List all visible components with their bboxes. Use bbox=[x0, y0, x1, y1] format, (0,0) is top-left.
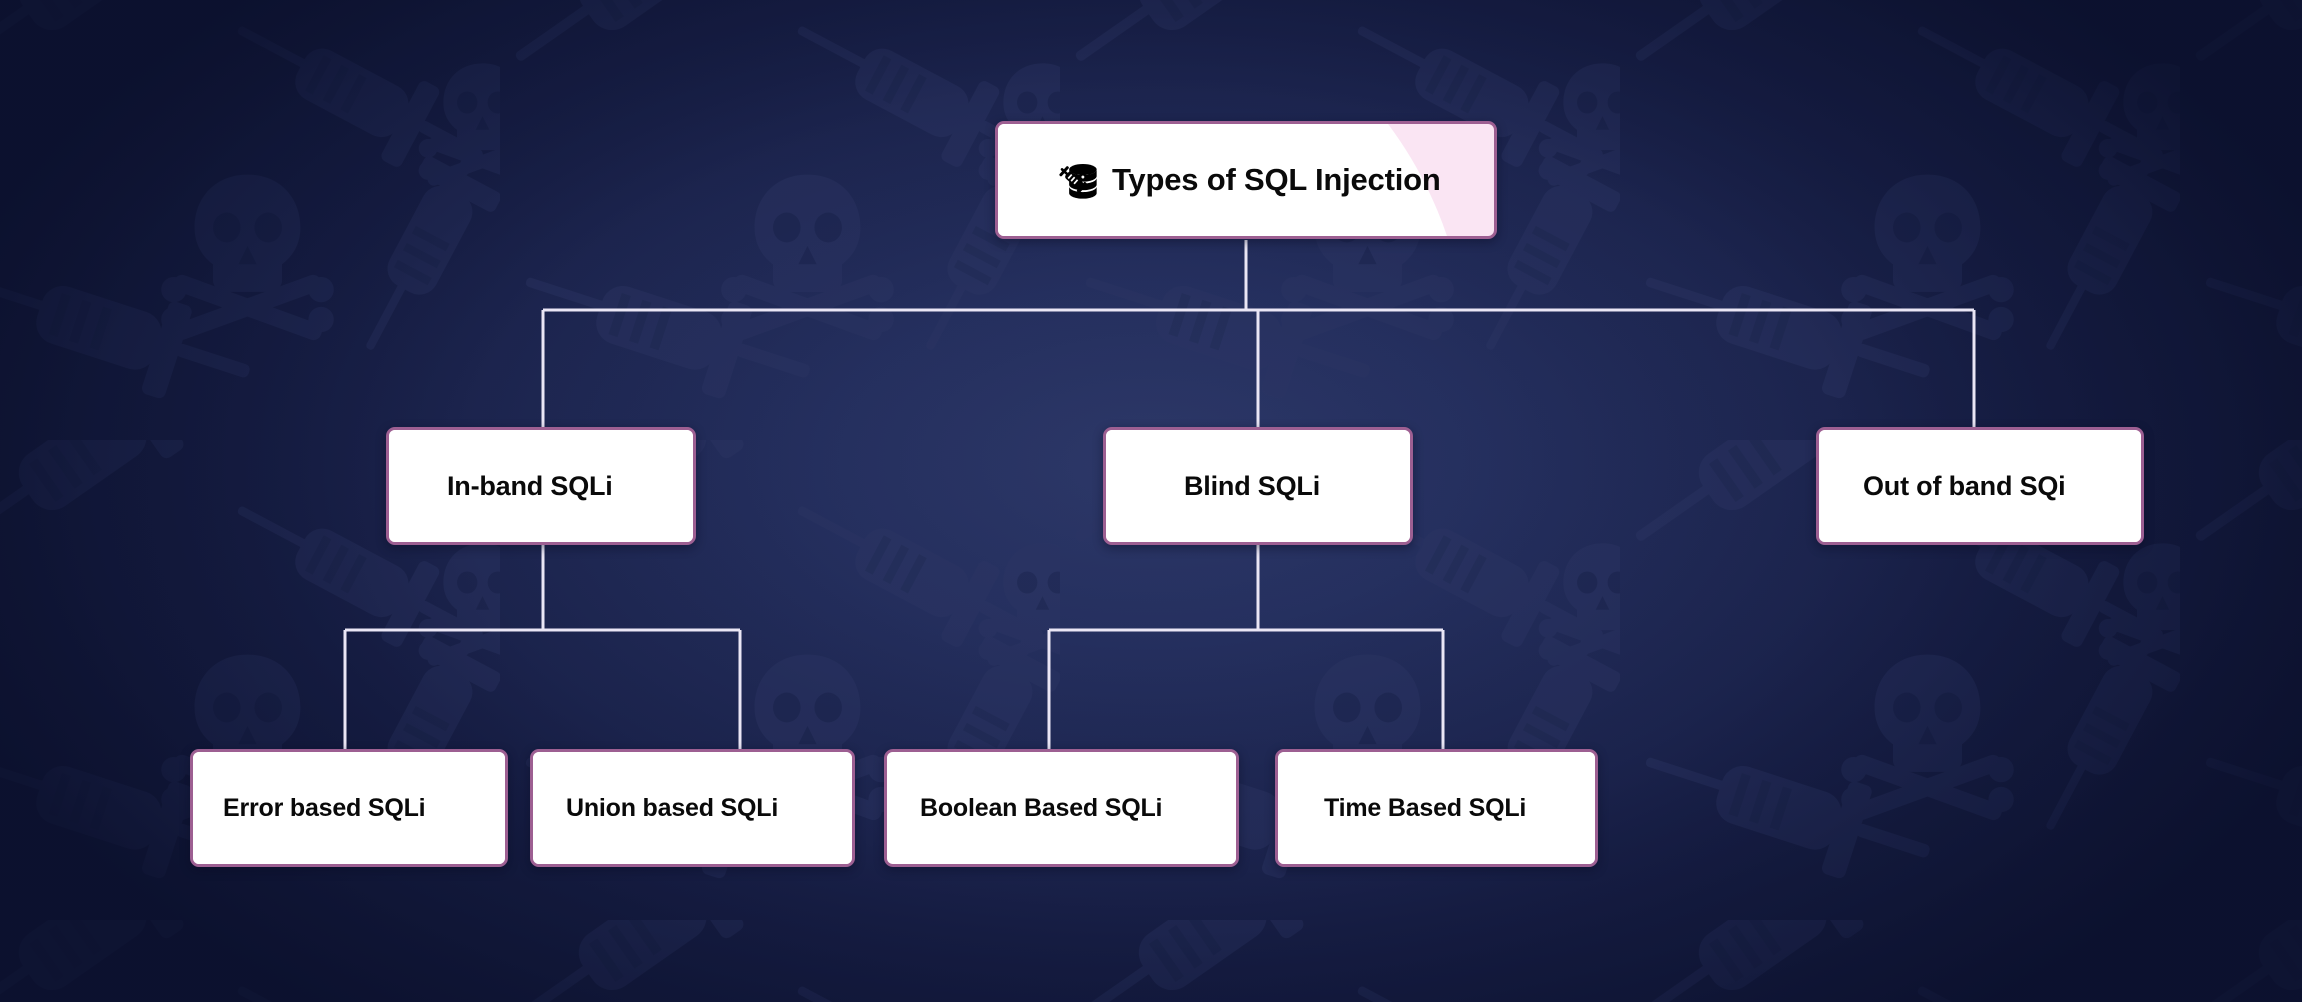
node-label: Boolean Based SQLi bbox=[920, 793, 1163, 822]
node-label: Error based SQLi bbox=[223, 793, 426, 822]
node-label: Types of SQL Injection bbox=[1112, 162, 1441, 197]
card-body-shape bbox=[887, 752, 1236, 864]
node-label: Time Based SQLi bbox=[1324, 793, 1527, 822]
node-root-types-of-sql-injection[interactable]: Types of SQL Injection bbox=[995, 121, 1497, 239]
node-error-based-sqli[interactable]: Error based SQLi bbox=[190, 749, 508, 867]
node-out-of-band-sqi[interactable]: Out of band SQi bbox=[1816, 427, 2144, 545]
database-syringe-icon bbox=[1059, 163, 1097, 199]
node-label: Out of band SQi bbox=[1863, 470, 2066, 501]
node-label: Union based SQLi bbox=[566, 793, 779, 822]
node-time-based-sqli[interactable]: Time Based SQLi bbox=[1275, 749, 1598, 867]
card-body-shape bbox=[1278, 752, 1595, 864]
card-body-shape bbox=[533, 752, 852, 864]
node-in-band-sqli[interactable]: In-band SQLi bbox=[386, 427, 696, 545]
card-body-shape bbox=[193, 752, 505, 864]
node-label: In-band SQLi bbox=[447, 470, 613, 501]
node-union-based-sqli[interactable]: Union based SQLi bbox=[530, 749, 855, 867]
node-boolean-based-sqli[interactable]: Boolean Based SQLi bbox=[884, 749, 1239, 867]
card-body-shape bbox=[1106, 430, 1410, 542]
node-label: Blind SQLi bbox=[1184, 470, 1320, 501]
card-body-shape bbox=[389, 430, 693, 542]
card-body-shape bbox=[1819, 430, 2141, 542]
node-blind-sqli[interactable]: Blind SQLi bbox=[1103, 427, 1413, 545]
